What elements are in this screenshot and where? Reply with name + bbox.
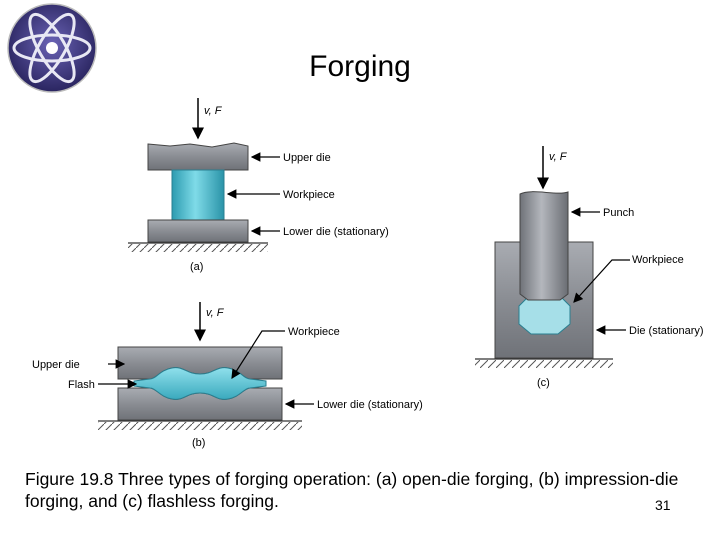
force-label-a: v, F [204,105,223,117]
lower-die-label-a: Lower die (stationary) [283,226,389,238]
punch-c [519,191,569,301]
force-label-c: v, F [549,151,568,163]
atom-icon [12,12,92,84]
atom-logo [7,3,97,93]
diagram-a-open-die: v, F Upper die Workpiece Lower die (stat… [128,98,389,273]
lower-die-a [147,219,249,243]
workpiece-label-c: Workpiece [632,254,684,266]
forging-diagram: v, F Upper die Workpiece Lower die (stat… [32,98,704,449]
upper-die-label-b: Upper die [32,359,80,371]
force-label-b: v, F [206,307,225,319]
die-label-c: Die (stationary) [629,325,704,337]
sublabel-c: (c) [537,377,550,389]
slide-number: 31 [655,497,671,513]
workpiece-label-a: Workpiece [283,189,335,201]
flash-label-b: Flash [68,379,95,391]
workpiece-a [171,169,225,221]
sublabel-b: (b) [192,437,205,449]
punch-label-c: Punch [603,207,634,219]
upper-die-a [147,142,249,171]
sublabel-a: (a) [190,261,203,273]
upper-die-label-a: Upper die [283,152,331,164]
workpiece-label-b: Workpiece [288,326,340,338]
lower-die-label-b: Lower die (stationary) [317,399,423,411]
diagram-b-impression-die: v, F Workpiece Upper die Flash Lower die… [32,302,423,449]
diagram-c-flashless: v, F Punch Workpiece Die (stationary) (c… [475,146,704,389]
slide-title: Forging [309,50,411,83]
figure-caption: Figure 19.8 Three types of forging opera… [25,469,679,511]
